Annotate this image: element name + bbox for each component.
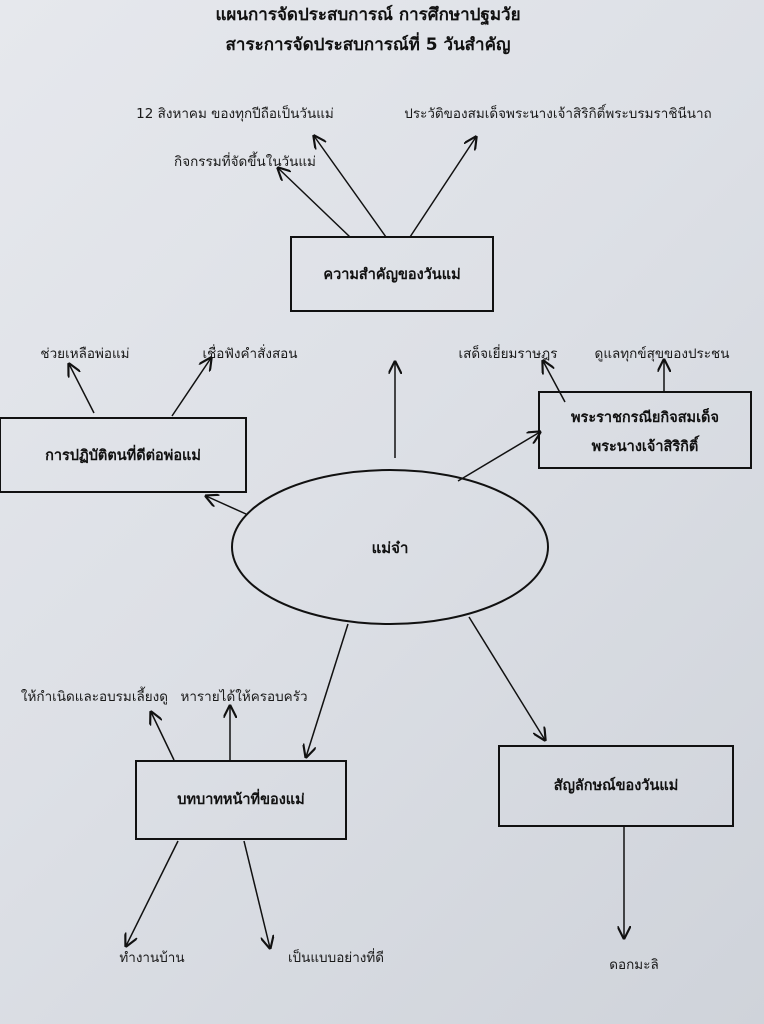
leaf-mothers-day-activities: กิจกรรมที่จัดขึ้นในวันแม่ xyxy=(174,151,316,170)
center-ellipse xyxy=(231,469,549,625)
leaf-housework: ทำงานบ้าน xyxy=(119,950,184,966)
leaf-mothers-day-date: 12 สิงหาคม ของทุกปีถือเป็นวันแม่ xyxy=(136,104,334,122)
arrow-to-obey-teaching xyxy=(171,358,211,417)
leaf-good-role-model: เป็นแบบอย่างที่ดี xyxy=(288,948,384,966)
arrow-center-to-mother-role xyxy=(306,623,349,757)
leaf-care-people: ดูแลทุกข์สุขของประชน xyxy=(595,345,730,362)
arrow-center-to-good-behavior xyxy=(206,496,247,515)
page-title: แผนการจัดประสบการณ์ การศึกษาปฐมวัย xyxy=(215,4,520,26)
arrow-to-help-parents xyxy=(69,364,95,414)
royal-duties-label-2: พระนางเจ้าสิริกิติ์ xyxy=(592,435,701,455)
leaf-obey-teaching: เชื่อฟังคำสั่งสอน xyxy=(202,344,297,362)
arrow-to-give-birth-raise xyxy=(151,712,175,761)
leaf-visit-people: เสด็จเยี่ยมราษฎร xyxy=(459,344,558,362)
leaf-queen-history: ประวัติของสมเด็จพระนางเจ้าสิริกิติ์พระบร… xyxy=(404,103,711,122)
leaf-give-birth-raise: ให้กำเนิดและอบรมเลี้ยงดู xyxy=(21,686,168,705)
good-behavior-label: การปฏิบัติตนที่ดีต่อพ่อแม่ xyxy=(45,444,201,464)
leaf-help-parents: ช่วยเหลือพ่อแม่ xyxy=(40,346,129,362)
page-subtitle: สาระการจัดประสบการณ์ที่ 5 วันสำคัญ xyxy=(226,32,511,55)
symbol-box xyxy=(498,745,734,827)
mother-role-label: บทบาทหน้าที่ของแม่ xyxy=(177,788,304,808)
arrow-center-to-symbol xyxy=(468,616,545,740)
mother-role-box xyxy=(135,760,347,840)
symbol-label: สัญลักษณ์ของวันแม่ xyxy=(554,776,679,794)
leaf-jasmine-flower: ดอกมะลิ xyxy=(609,957,658,973)
arrow-to-activities xyxy=(278,168,351,238)
arrow-to-queen-history xyxy=(409,137,476,238)
arrow-to-visit-people xyxy=(543,361,566,403)
leaf-earn-income: หารายได้ให้ครอบครัว xyxy=(180,688,307,705)
arrow-center-to-royal-duties xyxy=(457,432,540,482)
importance-box xyxy=(290,236,494,312)
arrow-to-housework xyxy=(126,840,179,946)
arrow-to-date xyxy=(314,136,387,238)
arrow-to-role-model xyxy=(243,840,270,948)
importance-label: ความสำคัญของวันแม่ xyxy=(323,266,460,283)
royal-duties-box xyxy=(538,391,752,469)
center-label: แม่จ๋า xyxy=(372,539,409,557)
good-behavior-box xyxy=(0,417,247,493)
royal-duties-label-1: พระราชกรณียกิจสมเด็จ xyxy=(571,407,719,426)
